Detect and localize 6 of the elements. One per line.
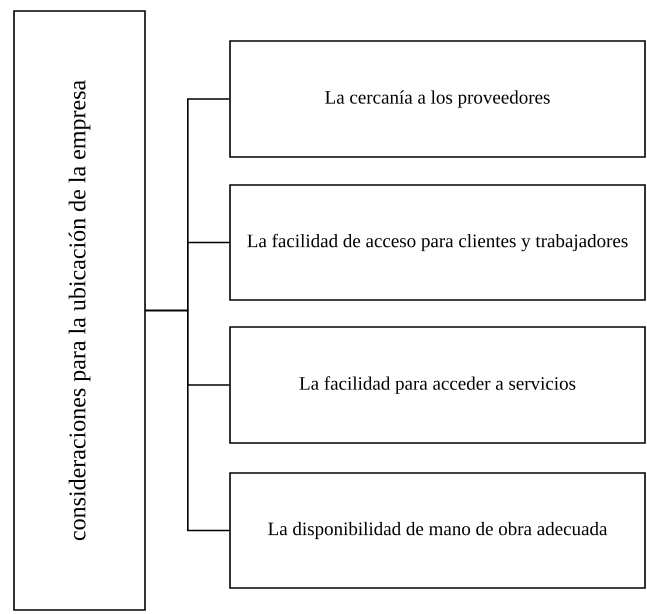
item-box: La facilidad de acceso para clientes y trabajadores bbox=[229, 184, 646, 301]
connector bbox=[146, 310, 230, 532]
item-box: La disponibilidad de mano de obra adecuada bbox=[229, 472, 646, 589]
category-box: consideraciones para la ubicación de la empresa bbox=[13, 10, 146, 611]
item-box: La cercanía a los proveedores bbox=[229, 40, 646, 158]
item-box: La facilidad para acceder a servicios bbox=[229, 326, 646, 444]
